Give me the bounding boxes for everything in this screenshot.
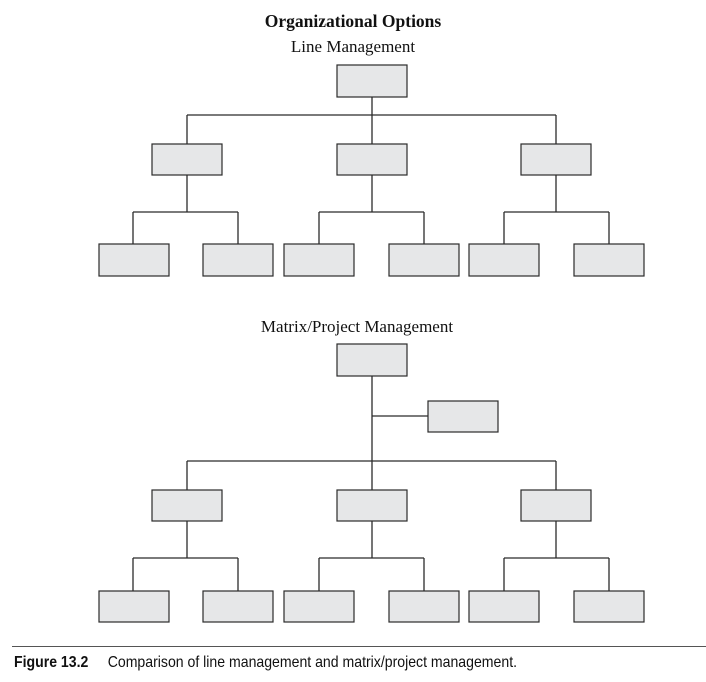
manager-box [336, 489, 408, 522]
staff-box [202, 243, 274, 277]
matrix-management-chart [98, 343, 645, 623]
matrix-management-label: Matrix/Project Management [260, 317, 454, 336]
staff-box [468, 243, 540, 277]
staff-box [573, 590, 645, 623]
caption-divider [12, 646, 706, 647]
top-manager-box [336, 64, 408, 98]
manager-box [520, 143, 592, 176]
manager-box [151, 143, 223, 176]
figure-caption: Figure 13.2 Comparison of line management… [14, 654, 517, 672]
caption-text: Comparison of line management and matrix… [107, 654, 518, 671]
manager-box [336, 143, 408, 176]
staff-box [388, 243, 460, 277]
staff-box [283, 243, 355, 277]
line-management-label: Line Management [290, 37, 416, 56]
manager-box [151, 489, 223, 522]
staff-box [468, 590, 540, 623]
staff-box [202, 590, 274, 623]
project-manager-box [427, 400, 499, 433]
staff-box [388, 590, 460, 623]
top-manager-box [336, 343, 408, 377]
line-management-chart [98, 64, 645, 277]
figure-number: Figure 13.2 [14, 654, 89, 671]
staff-box [98, 590, 170, 623]
manager-box [520, 489, 592, 522]
staff-box [573, 243, 645, 277]
staff-box [283, 590, 355, 623]
staff-box [98, 243, 170, 277]
figure-title: Organizational Options [264, 11, 442, 31]
